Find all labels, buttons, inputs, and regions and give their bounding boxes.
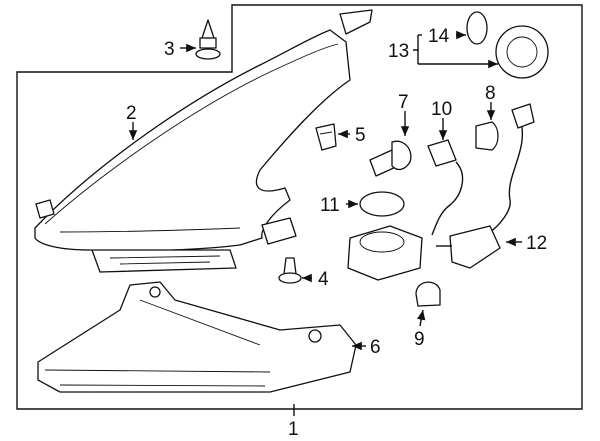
clip-part [195, 19, 221, 60]
callout-7: 7 [398, 92, 409, 113]
callout-5: 5 [355, 125, 366, 146]
callout-2: 2 [126, 103, 137, 124]
callout-1: 1 [288, 419, 299, 440]
callout-6: 6 [370, 337, 381, 358]
socket-part [427, 139, 464, 236]
cover-part [466, 11, 549, 79]
bulb-part-8 [475, 121, 499, 151]
callout-10: 10 [431, 99, 452, 120]
callout-8: 8 [485, 83, 496, 104]
callout-9: 9 [414, 329, 425, 350]
ballast-unit [347, 225, 423, 281]
callout-13: 13 [388, 41, 409, 62]
callout-3: 3 [164, 39, 175, 60]
bulb-part [369, 140, 412, 177]
lower-lamp-part [37, 281, 357, 393]
bulb-part-9 [415, 281, 441, 307]
callout-12: 12 [526, 233, 547, 254]
callout-11: 11 [320, 195, 340, 216]
callout-14: 14 [428, 26, 450, 47]
assembly-outline [16, 4, 583, 410]
pin-part [278, 257, 302, 284]
callout-4: 4 [318, 269, 329, 290]
gasket-part [359, 191, 405, 217]
headlamp-housing [34, 9, 373, 273]
bracket-part [315, 123, 337, 151]
leader-lines [128, 30, 522, 416]
connector-part [436, 103, 535, 269]
